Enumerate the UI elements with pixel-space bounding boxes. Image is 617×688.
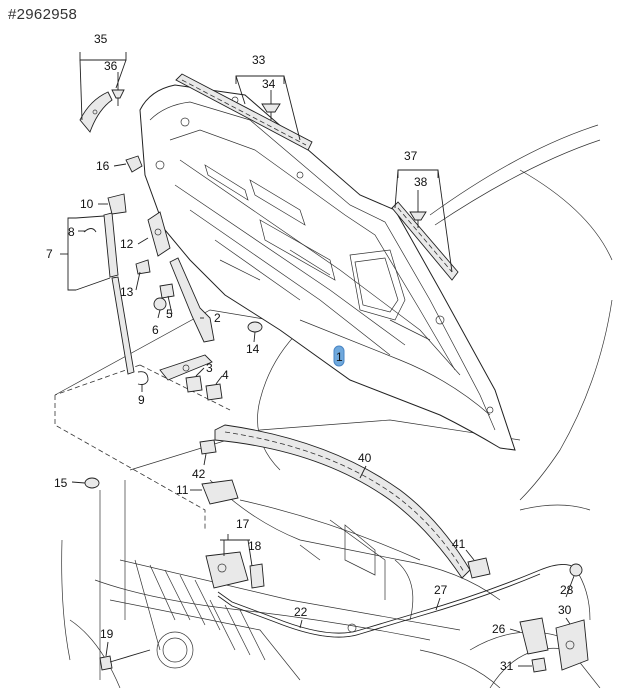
clip-9 — [137, 371, 149, 385]
bolt-3-fastener — [185, 375, 203, 393]
callout-12: 12 — [120, 237, 134, 251]
clip-36 — [111, 89, 125, 106]
callout-8: 8 — [68, 225, 75, 239]
callout-33: 33 — [252, 53, 266, 67]
washer-14 — [247, 321, 263, 333]
bolt-10 — [107, 193, 127, 215]
hinge-2 — [169, 257, 215, 343]
bolt-19 — [99, 649, 151, 671]
callout-5: 5 — [166, 307, 173, 321]
callout-7: 7 — [46, 247, 53, 261]
callout-3: 3 — [206, 361, 213, 375]
callout-15: 15 — [54, 476, 68, 490]
buffer-35 — [79, 91, 113, 133]
nut-4 — [205, 383, 223, 401]
bolt-13 — [135, 259, 151, 275]
callout-1: 1 — [336, 350, 343, 364]
callout-37: 37 — [404, 149, 418, 163]
callout-35: 35 — [94, 32, 108, 46]
callout-13: 13 — [120, 285, 134, 299]
callout-31: 31 — [500, 659, 514, 673]
clip-38 — [409, 211, 427, 228]
bonnet-lock-17 — [205, 551, 249, 589]
bracket-30 — [555, 619, 589, 671]
callout-labels: 1 2 3 4 5 6 7 8 9 10 11 12 13 14 15 16 1… — [46, 32, 574, 673]
bonnet-panel — [139, 84, 516, 451]
grommet-28 — [569, 563, 583, 577]
seal-strip-40 — [214, 424, 471, 579]
buffer-41 — [467, 557, 491, 579]
callout-6: 6 — [152, 323, 159, 337]
callout-22: 22 — [294, 605, 308, 619]
callout-30: 30 — [558, 603, 572, 617]
seal-strip-37 — [391, 201, 459, 281]
callout-34: 34 — [262, 77, 276, 91]
callout-36: 36 — [104, 59, 118, 73]
callout-4: 4 — [222, 368, 229, 382]
callout-10: 10 — [80, 197, 94, 211]
nut-16 — [125, 155, 143, 173]
gas-strut-7 — [103, 212, 135, 375]
buffer-42 — [199, 439, 217, 455]
buffer-15 — [84, 477, 100, 489]
callout-26: 26 — [492, 622, 506, 636]
callout-16: 16 — [96, 159, 110, 173]
callout-18: 18 — [248, 539, 262, 553]
callout-19: 19 — [100, 627, 114, 641]
clip-34 — [261, 103, 281, 120]
seal-strip-33 — [175, 73, 313, 151]
callout-27: 27 — [434, 583, 448, 597]
callout-14: 14 — [246, 342, 260, 356]
dashed-group-outline — [54, 364, 231, 530]
car-body-outline — [54, 124, 613, 688]
hinge-plate-3 — [159, 354, 213, 381]
catch-11 — [201, 479, 239, 505]
callout-11: 11 — [176, 483, 189, 497]
handle-26 — [519, 617, 549, 655]
microswitch-18 — [249, 563, 265, 589]
callout-41: 41 — [452, 537, 466, 551]
bolt-31 — [531, 657, 547, 673]
callout-28: 28 — [560, 583, 574, 597]
highlight-marker-1 — [333, 345, 345, 367]
callout-2: 2 — [214, 311, 221, 325]
nut-5 — [159, 283, 175, 299]
leader-lines — [60, 52, 575, 667]
callout-40: 40 — [358, 451, 372, 465]
washer-6 — [153, 297, 167, 311]
diagram-reference-number: #2962958 — [8, 6, 78, 23]
callout-42: 42 — [192, 467, 206, 481]
callout-38: 38 — [414, 175, 428, 189]
callout-17: 17 — [236, 517, 250, 531]
hinge-bracket-12 — [147, 211, 171, 257]
clip-8 — [83, 228, 97, 233]
callout-9: 9 — [138, 393, 145, 407]
